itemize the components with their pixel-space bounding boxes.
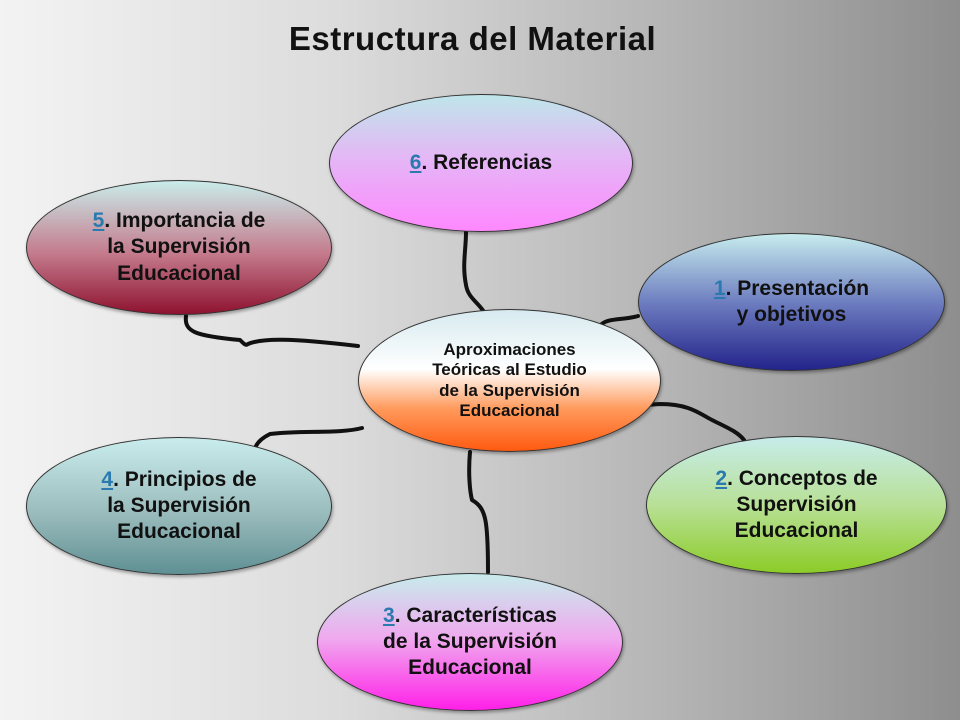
connector-6 <box>462 230 486 314</box>
node-referencias[interactable]: 6. Referencias <box>329 94 633 232</box>
node-presentacion[interactable]: 1. Presentación y objetivos <box>638 233 945 371</box>
link-6[interactable]: 6 <box>409 150 422 174</box>
node-presentacion-label: . Presentación y objetivos <box>725 276 870 326</box>
link-3[interactable]: 3 <box>383 603 395 627</box>
page-title: Estructura del Material <box>288 20 657 57</box>
node-conceptos[interactable]: 2. Conceptos de Supervisión Educacional <box>646 436 947 574</box>
link-1[interactable]: 1 <box>713 276 726 300</box>
central-topic-label: Aproximaciones Teóricas al Estudio de la… <box>432 339 587 420</box>
node-principios[interactable]: 4. Principios de la Supervisión Educacio… <box>26 437 332 575</box>
node-caracteristicas-label: . Características de la Supervisión Educ… <box>383 603 557 680</box>
node-caracteristicas[interactable]: 3. Características de la Supervisión Edu… <box>317 573 623 711</box>
node-referencias-label: . Referencias <box>421 150 553 174</box>
connector-3 <box>467 450 490 574</box>
link-2[interactable]: 2 <box>715 466 728 490</box>
link-4[interactable]: 4 <box>101 467 114 491</box>
node-principios-label: . Principios de la Supervisión Educacion… <box>107 467 257 544</box>
connector-4 <box>254 426 364 448</box>
connector-5 <box>183 314 360 348</box>
node-conceptos-label: . Conceptos de Supervisión Educacional <box>727 466 878 543</box>
node-importancia-label: . Importancia de la Supervisión Educacio… <box>104 209 266 285</box>
central-topic-node: Aproximaciones Teóricas al Estudio de la… <box>358 309 661 452</box>
node-importancia[interactable]: 5. Importancia de la Supervisión Educaci… <box>26 180 332 315</box>
link-5[interactable]: 5 <box>92 209 105 233</box>
